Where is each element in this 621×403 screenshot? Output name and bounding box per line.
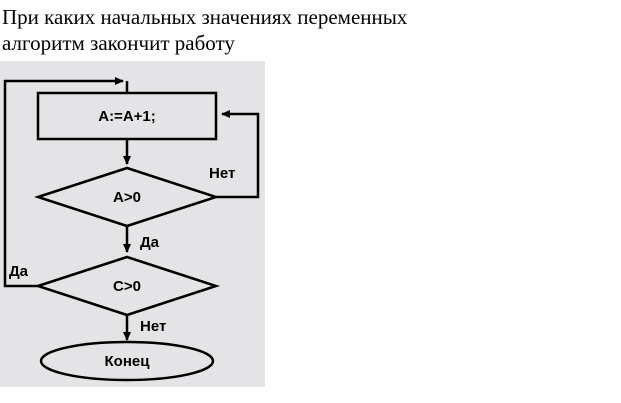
decision-a-label: A>0 [113,189,141,206]
connector-decision2-yes-loop [3,77,124,288]
process-label: A:=A+1; [98,108,156,125]
decision-c-diamond [33,255,221,317]
terminal-label: Конец [105,353,151,370]
yes-label-1: Да [140,234,160,251]
decision-c-label: C>0 [113,278,141,295]
question-line-1: При каких начальных значениях переменных [2,5,408,29]
question-text: При каких начальных значениях переменных… [2,4,612,56]
yes-label-2: Да [9,263,29,280]
question-line-2: алгоритм закончит работу [2,31,235,55]
no-label-2: Нет [140,318,166,335]
connector-decision1-no-loop [216,110,260,199]
terminal-ellipse [39,340,215,382]
no-label-1: Нет [209,165,235,182]
